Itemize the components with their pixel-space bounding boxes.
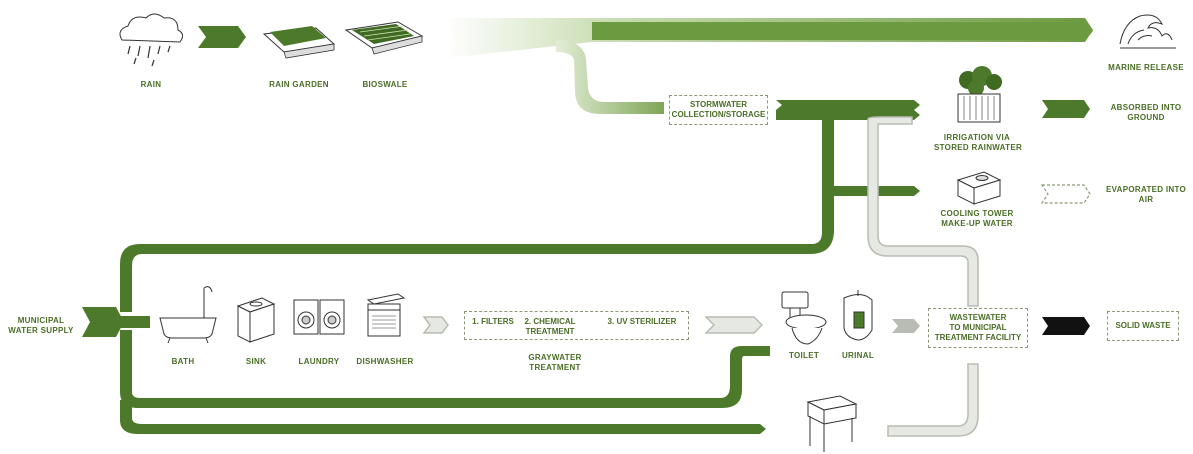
graywater-caption-line1: GRAYWATER (528, 353, 582, 362)
storage-to-irrigation-arrow (776, 100, 920, 110)
rain-label: RAIN (140, 80, 162, 89)
municipal-line1: MUNICIPAL (17, 316, 65, 325)
gray-return-pipe (867, 116, 979, 307)
municipal-to-fixtures (118, 316, 150, 328)
wastewater-line2: TO MUNICIPAL (949, 323, 1007, 332)
washer-dryer-icon (293, 299, 345, 335)
solid-waste-box (1107, 311, 1179, 341)
solid-waste-arrow (1042, 317, 1090, 335)
evaporated-arrow (1040, 184, 1091, 204)
treatment-to-toilet-arrow (704, 316, 764, 334)
stormwater-storage-box (669, 95, 768, 125)
solid-waste-label: SOLID WASTE (1115, 321, 1171, 330)
rain-garden-label: RAIN GARDEN (269, 80, 329, 89)
toilet-label: TOILET (788, 351, 820, 360)
municipal-line2: WATER SUPPLY (8, 326, 74, 335)
sink-label: SINK (245, 357, 267, 366)
rain-garden-icon (262, 26, 336, 59)
stormwater-line2: COLLECTION/STORAGE (671, 110, 766, 119)
wave-icon (1119, 14, 1176, 49)
rain-cloud-icon (119, 13, 184, 67)
toilet-icon (781, 291, 827, 345)
irrigation-line1: IRRIGATION VIA (943, 133, 1011, 142)
fixtures-to-treatment-arrow (422, 316, 449, 334)
treatment-step3: 3. UV STERILIZER (607, 317, 677, 326)
toilet-supply-loop (120, 330, 770, 408)
wastewater-box (928, 308, 1028, 348)
irrigation-line2: STORED RAINWATER (934, 143, 1023, 152)
marine-flow (592, 22, 1093, 40)
utility-sink-icon (806, 395, 858, 452)
laundry-label: LAUNDRY (298, 357, 340, 366)
planter-icon (957, 66, 1002, 123)
treatment-step2-line1: 2. CHEMICAL (524, 317, 576, 326)
dishwasher-icon (366, 293, 406, 337)
bioswale-label: BIOSWALE (362, 80, 408, 89)
commercial-return-pipe (887, 363, 979, 437)
stormwater-line1: STORMWATER (689, 100, 748, 109)
absorbed-line1: ABSORBED INTO (1110, 103, 1182, 112)
evaporated-line2: AIR (1138, 195, 1154, 204)
evaporated-line1: EVAPORATED INTO (1106, 185, 1187, 194)
graywater-treatment-box (464, 311, 689, 340)
wastewater-line1: WASTEWATER (949, 313, 1007, 322)
urinal-to-wastewater-arrow (892, 319, 920, 333)
stormwater-branch (556, 40, 664, 114)
sink-icon (236, 297, 276, 343)
cooling-line2: MAKE-UP WATER (941, 219, 1013, 228)
bath-label: BATH (171, 357, 195, 366)
rain-flow-arrow (198, 26, 246, 48)
marine-release-label: MARINE RELEASE (1108, 63, 1184, 72)
absorbed-line2: GROUND (1127, 113, 1165, 122)
wastewater-line3: TREATMENT FACILITY (934, 333, 1022, 342)
bathtub-icon (159, 286, 217, 344)
urinal-label: URINAL (841, 351, 875, 360)
dishwasher-label: DISHWASHER (356, 357, 414, 366)
urinal-icon (843, 290, 873, 341)
commercial-supply-loop (120, 400, 766, 434)
cooling-line1: COOLING TOWER (940, 209, 1014, 218)
graywater-caption-line2: TREATMENT (529, 363, 581, 372)
storage-down-pipe (120, 113, 920, 312)
treatment-step1: 1. FILTERS (472, 317, 514, 326)
treatment-step2-line2: TREATMENT (525, 327, 575, 336)
absorbed-arrow (1042, 100, 1090, 118)
cooling-tower-icon (956, 171, 1002, 205)
bioswale-icon (344, 21, 424, 55)
municipal-arrow (82, 307, 124, 337)
